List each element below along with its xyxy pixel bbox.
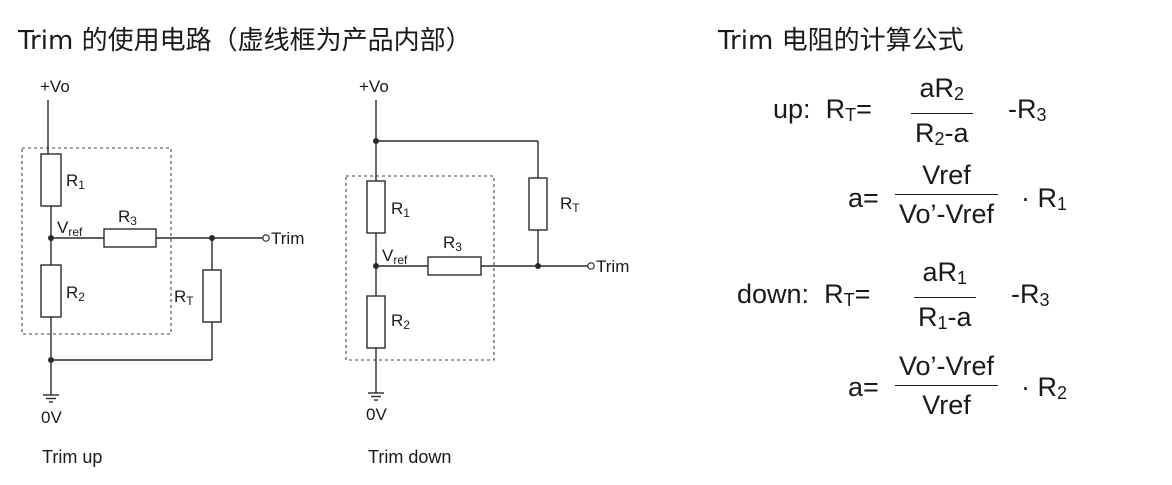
formula-up-fraction: aR2 R2-a bbox=[911, 72, 973, 155]
rt-label: RT bbox=[174, 287, 194, 308]
formula-a2-fraction: Vo’-Vref Vref bbox=[895, 350, 999, 421]
junction-dot bbox=[48, 357, 54, 363]
formula-down-fraction: aR1 R1-a bbox=[914, 256, 976, 339]
formula-a1-tail: · R1 bbox=[1021, 183, 1068, 214]
trim-down-circuit: +Vo R1 R2 R3 RT Vref Trim 0V Trim down bbox=[345, 77, 629, 467]
trim-label: Trim bbox=[596, 257, 629, 276]
r3-label: R3 bbox=[118, 207, 137, 228]
resistor-r1 bbox=[366, 180, 386, 234]
circuit-title: Trim 的使用电路（虚线框为产品内部） bbox=[18, 26, 472, 56]
formula-a2-lhs: a= bbox=[848, 372, 879, 402]
caption-trim-up: Trim up bbox=[42, 447, 102, 467]
resistor-rt bbox=[202, 269, 222, 323]
caption-trim-down: Trim down bbox=[368, 447, 451, 467]
formula-a1-fraction: Vref Vo’-Vref bbox=[895, 159, 999, 230]
formula-down-tail: -R3 bbox=[1011, 279, 1050, 310]
formula-a1-lhs: a= bbox=[848, 183, 879, 213]
zero-v-label: 0V bbox=[41, 408, 62, 427]
junction-dot bbox=[209, 235, 215, 241]
r1-label: R1 bbox=[391, 199, 410, 220]
formula-up-tail: -R3 bbox=[1008, 94, 1047, 125]
junction-dot bbox=[48, 235, 54, 241]
junction-dot bbox=[373, 138, 379, 144]
r2-label: R2 bbox=[391, 311, 410, 332]
resistor-r1 bbox=[40, 153, 62, 207]
resistor-r3 bbox=[103, 228, 157, 248]
r1-label: R1 bbox=[66, 171, 85, 192]
formula-down-lhs: down: RT= bbox=[737, 279, 871, 310]
trim-terminal bbox=[587, 262, 595, 270]
resistor-r3 bbox=[427, 256, 482, 276]
vref-label: Vref bbox=[382, 246, 408, 267]
r3-label: R3 bbox=[443, 233, 462, 254]
rt-label: RT bbox=[560, 194, 580, 215]
vref-label: Vref bbox=[57, 218, 83, 239]
trim-terminal bbox=[262, 234, 270, 242]
r2-label: R2 bbox=[66, 283, 85, 304]
zero-v-label: 0V bbox=[366, 405, 387, 424]
vo-label: +Vo bbox=[40, 77, 70, 96]
formula-up-lhs: up: RT= bbox=[773, 94, 872, 125]
junction-dot bbox=[535, 263, 541, 269]
formula-title: Trim 电阻的计算公式 bbox=[718, 26, 964, 56]
vo-label: +Vo bbox=[359, 77, 389, 96]
resistor-r2 bbox=[366, 295, 386, 349]
product-boundary-box bbox=[21, 147, 172, 335]
trim-up-circuit: +Vo R1 R2 R3 RT Vref Trim 0V Trim up bbox=[21, 77, 304, 467]
product-boundary-box bbox=[345, 175, 495, 361]
formula-a2-tail: · R2 bbox=[1021, 372, 1068, 403]
resistor-rt bbox=[528, 177, 548, 231]
junction-dot bbox=[373, 263, 379, 269]
trim-label: Trim bbox=[271, 229, 304, 248]
resistor-r2 bbox=[40, 264, 62, 318]
